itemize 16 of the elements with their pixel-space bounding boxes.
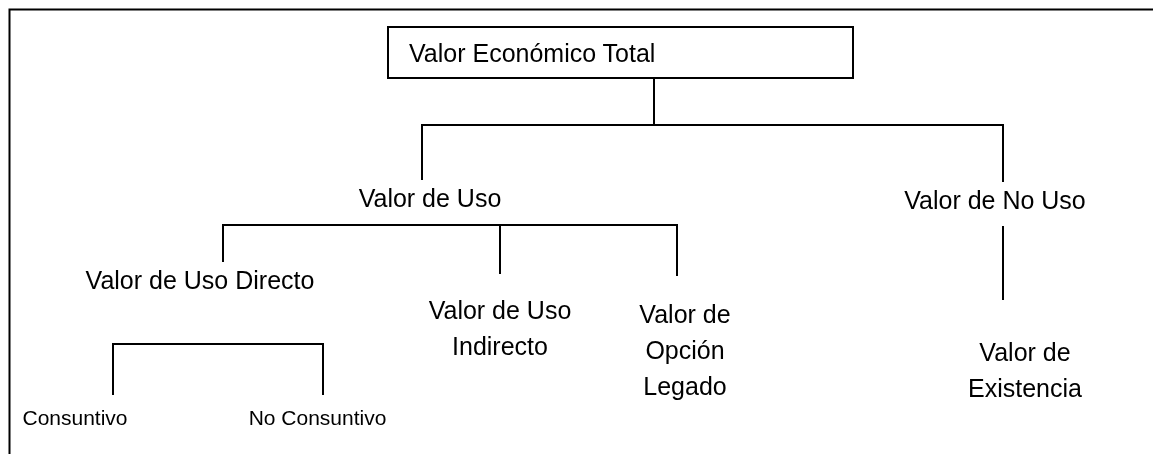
node-label: Valor de Opción Legado bbox=[638, 299, 732, 402]
connector-line bbox=[1002, 225, 1004, 301]
connector-line bbox=[653, 78, 1004, 183]
connector-line bbox=[429, 224, 678, 277]
node-label: Valor de Uso Indirecto bbox=[427, 295, 573, 362]
node-label: No Consuntivo bbox=[248, 405, 387, 431]
node-label: Valor Económico Total bbox=[409, 37, 656, 69]
connector-line bbox=[199, 343, 324, 396]
connector-line bbox=[112, 343, 201, 396]
node-label: Valor de Uso Directo bbox=[85, 265, 315, 296]
connector-line bbox=[222, 224, 431, 263]
node-label: Valor de Existencia bbox=[967, 337, 1083, 404]
node-label: Consuntivo bbox=[22, 405, 128, 431]
node-label: Valor de Uso bbox=[358, 183, 502, 214]
title-box bbox=[387, 26, 854, 79]
node-label: Valor de No Uso bbox=[904, 185, 1086, 216]
